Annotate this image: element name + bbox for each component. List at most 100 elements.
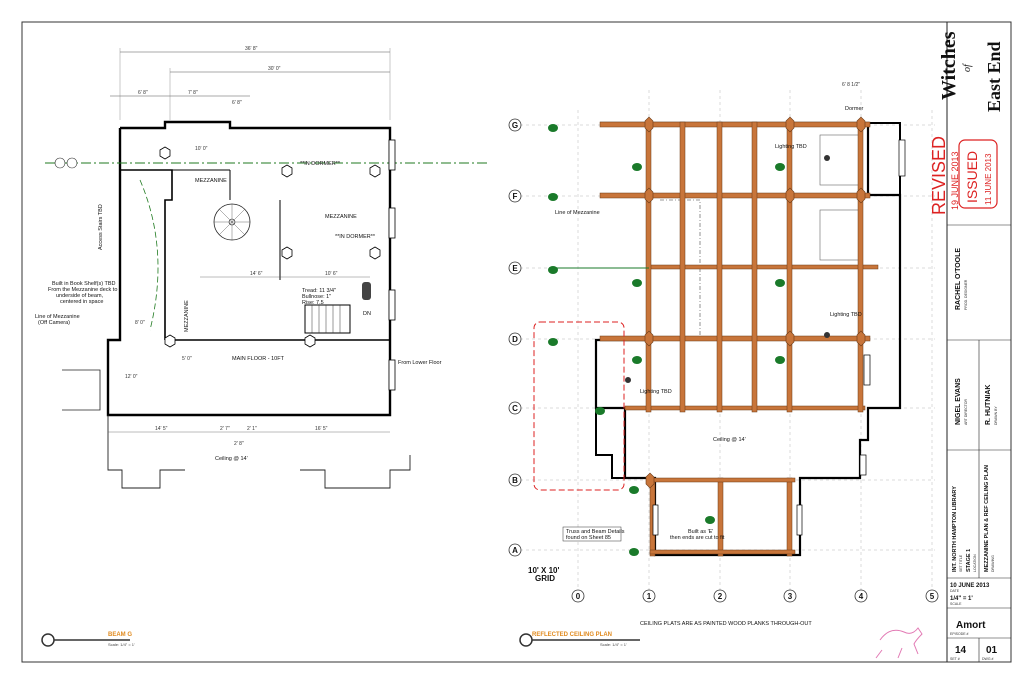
drawing-name: MEZZANINE PLAN & REF CEILING PLAN	[984, 465, 990, 572]
dim-overall: 36' 8"	[245, 46, 258, 52]
dim-e: 14' 6"	[250, 271, 263, 277]
svg-text:G: G	[512, 121, 518, 130]
label-lighting-3: Lighting TBD	[640, 389, 672, 395]
horse-sketch-icon	[875, 627, 923, 659]
stage-sub: LOCATION	[973, 554, 977, 572]
caption-ceiling-plan-scale: Scale: 1/4" = 1'	[600, 642, 627, 647]
svg-text:2: 2	[718, 592, 723, 601]
dim-a: 6' 8"	[138, 90, 148, 96]
scale-value: 1/4" = 1'	[950, 596, 973, 602]
reflected-ceiling-plan: 6' 8 1/2" Dormer Lighting TBD Lighting T…	[508, 82, 939, 647]
dim-i: 5' 0"	[182, 356, 192, 362]
caption-beam-g: BEAM G	[108, 632, 132, 638]
grid-row-g: G	[508, 118, 522, 132]
dim-c: 6' 8"	[232, 100, 242, 106]
label-grid: 10' X 10'GRID	[528, 566, 559, 583]
art-director-name: NIGEL EVANS	[955, 378, 962, 425]
label-from-lower: From Lower Floor	[398, 360, 442, 366]
label-lighting-1: Lighting TBD	[775, 144, 807, 150]
set-name: INT. NORTH HAMPTON LIBRARY	[952, 486, 958, 572]
drafter-name: R. HUTNIAK	[985, 385, 992, 425]
svg-text:B: B	[512, 476, 518, 485]
label-dormer-1: **IN DORMER**	[300, 161, 341, 167]
issued-stamp: ISSUED	[964, 151, 980, 203]
logo-line-2: of	[962, 63, 973, 72]
svg-text:1: 1	[647, 592, 652, 601]
grid-row-a: A	[508, 543, 522, 557]
grid-col-3: 3	[783, 589, 797, 603]
art-director-role: ART DIRECTOR	[964, 398, 968, 425]
caption-ceiling-plan: REFLECTED CEILING PLAN	[532, 632, 612, 638]
set-number: 14	[955, 645, 967, 656]
label-stair-note: Tread: 11 3/4"Bullnose: 1"Rise: 7.5	[302, 288, 336, 306]
grid-row-f: F	[508, 189, 522, 203]
dim-g: 12' 0"	[125, 374, 138, 380]
dim-b: 7' 8"	[188, 90, 198, 96]
date-label: DATE	[950, 589, 960, 593]
grid-row-b: B	[508, 473, 522, 487]
dim-inner: 30' 0"	[268, 66, 281, 72]
svg-text:C: C	[512, 404, 518, 413]
label-dormer-2: **IN DORMER**	[335, 234, 376, 240]
grid-row-e: E	[508, 261, 522, 275]
svg-text:5: 5	[930, 592, 935, 601]
label-mezzanine-1: MEZZANINE	[195, 178, 227, 184]
label-main-floor: MAIN FLOOR - 10FT	[232, 356, 285, 362]
drawing-sub: DRAWING	[991, 555, 995, 572]
row-bubbles: G F E D C B A	[508, 118, 522, 557]
logo-line-3: East End	[984, 41, 1004, 112]
episode-label: EPISODE #	[950, 632, 969, 636]
dwg-number-label: DWG #	[982, 657, 994, 661]
dim-f: 10' 6"	[325, 271, 338, 277]
svg-text:A: A	[512, 546, 518, 555]
dim-j: 14' 5"	[155, 426, 168, 432]
dim-n: 2' 8"	[234, 441, 244, 447]
revised-stamp: REVISED	[929, 136, 949, 215]
svg-text:D: D	[512, 335, 518, 344]
grid-col-4: 4	[854, 589, 868, 603]
grid-row-c: C	[508, 401, 522, 415]
label-lighting-2: Lighting TBD	[830, 312, 862, 318]
mezzanine-plan: 36' 8" 30' 0" 6' 8" 7' 8" 6' 8"	[35, 46, 490, 647]
label-dormer: Dormer	[845, 106, 864, 112]
dim-k: 2' 7"	[220, 426, 230, 432]
grid-col-1: 1	[642, 589, 656, 603]
label-ceiling-note: CEILING PLATS ARE AS PAINTED WOOD PLANKS…	[640, 621, 812, 627]
logo-line-1: Witches	[938, 31, 960, 100]
date-value: 10 JUNE 2013	[950, 583, 990, 589]
label-mezzanine-3: MEZZANINE	[184, 300, 190, 332]
dim-l: 2' 1"	[247, 426, 257, 432]
sheet-border	[21, 21, 1012, 663]
episode-value: Amort	[956, 620, 986, 631]
designer-name: RACHEL O'TOOLE	[955, 248, 962, 310]
label-ceiling-left: Ceiling @ 14'	[215, 456, 248, 462]
svg-text:4: 4	[859, 592, 864, 601]
grid-row-d: D	[508, 332, 522, 346]
drafter-role: DRAWN BY	[994, 406, 998, 425]
title-block: Witches of East End REVISED 19 JUNE 2013…	[875, 22, 1011, 662]
svg-text:0: 0	[576, 592, 581, 601]
label-access-stairs: Access Stairs TBD	[98, 204, 104, 250]
grid-col-5: 5	[925, 589, 939, 603]
column-bubbles: 0 1 2 3 4 5	[571, 589, 939, 603]
label-line-mezzanine-right: Line of Mezzanine	[555, 210, 600, 216]
scale-label: SCALE	[950, 602, 962, 606]
revised-date: 19 JUNE 2013	[950, 151, 960, 210]
label-dn: DN	[363, 311, 371, 317]
label-built: Built as 'E'then ends are cut to fit	[670, 529, 725, 541]
issued-date: 11 JUNE 2013	[984, 153, 993, 205]
caption-beam-g-scale: Scale: 1/4" = 1'	[108, 642, 135, 647]
label-mezzanine-2: MEZZANINE	[325, 214, 357, 220]
grid-col-2: 2	[713, 589, 727, 603]
svg-text:E: E	[512, 264, 518, 273]
set-number-label: SET #	[950, 657, 960, 661]
label-line-mezzanine-left: Line of Mezzanine(Off Camera)	[35, 314, 80, 326]
dim-right-a: 6' 8 1/2"	[842, 82, 860, 88]
stage-name: STAGE 1	[966, 549, 972, 572]
dim-h: 8' 0"	[135, 320, 145, 326]
svg-text:F: F	[513, 192, 518, 201]
